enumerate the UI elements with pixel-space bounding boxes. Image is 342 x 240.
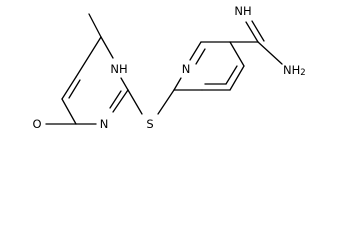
- bond-n-c6p-b: [195, 48, 206, 65]
- bond-s-pyridine: [157, 89, 175, 115]
- pyrimidinone-ring: [45, 13, 129, 125]
- atom-oxygen: O: [32, 117, 41, 131]
- atom-amine: NH2: [283, 63, 306, 78]
- bond-c5-c6-a: [61, 76, 77, 100]
- bond-c2-n3-a: [112, 89, 129, 113]
- bond-c4p-c3p-b: [225, 65, 238, 85]
- bond-methyl: [88, 13, 102, 38]
- bond-amidine-imine-a: [245, 21, 259, 43]
- bond-amidine-amine: [257, 41, 283, 65]
- bond-n-c6p-a: [189, 41, 202, 61]
- bond-c4-c5: [61, 98, 77, 125]
- chemical-structure: O NH N S N NH NH2: [32, 4, 306, 131]
- atom-n-ring: N: [100, 117, 109, 131]
- thioether-link: [127, 89, 175, 115]
- bond-c6-n1: [100, 36, 114, 59]
- bond-amidine-imine-b: [251, 20, 265, 42]
- bond-c5p-c4p: [229, 41, 245, 67]
- atom-amine-text: NH: [283, 63, 300, 77]
- pyridine-ring: [173, 41, 245, 91]
- bond-c4p-c3p-a: [229, 65, 245, 91]
- atom-sulfur: S: [146, 117, 153, 131]
- atom-imine: NH: [234, 4, 251, 18]
- atom-amine-subscript: 2: [300, 68, 305, 78]
- bond-c2-s: [127, 89, 143, 115]
- bond-c5-c6-b: [68, 79, 81, 99]
- amidine-group: [229, 20, 283, 65]
- bond-c2p-n: [173, 77, 182, 91]
- bond-n1-c2: [120, 77, 129, 91]
- atom-n-pyridine: N: [182, 62, 191, 76]
- atom-nh-ring: NH: [110, 62, 127, 76]
- bond-c6-c-top: [75, 36, 102, 78]
- bond-c2-n3-b: [109, 90, 122, 109]
